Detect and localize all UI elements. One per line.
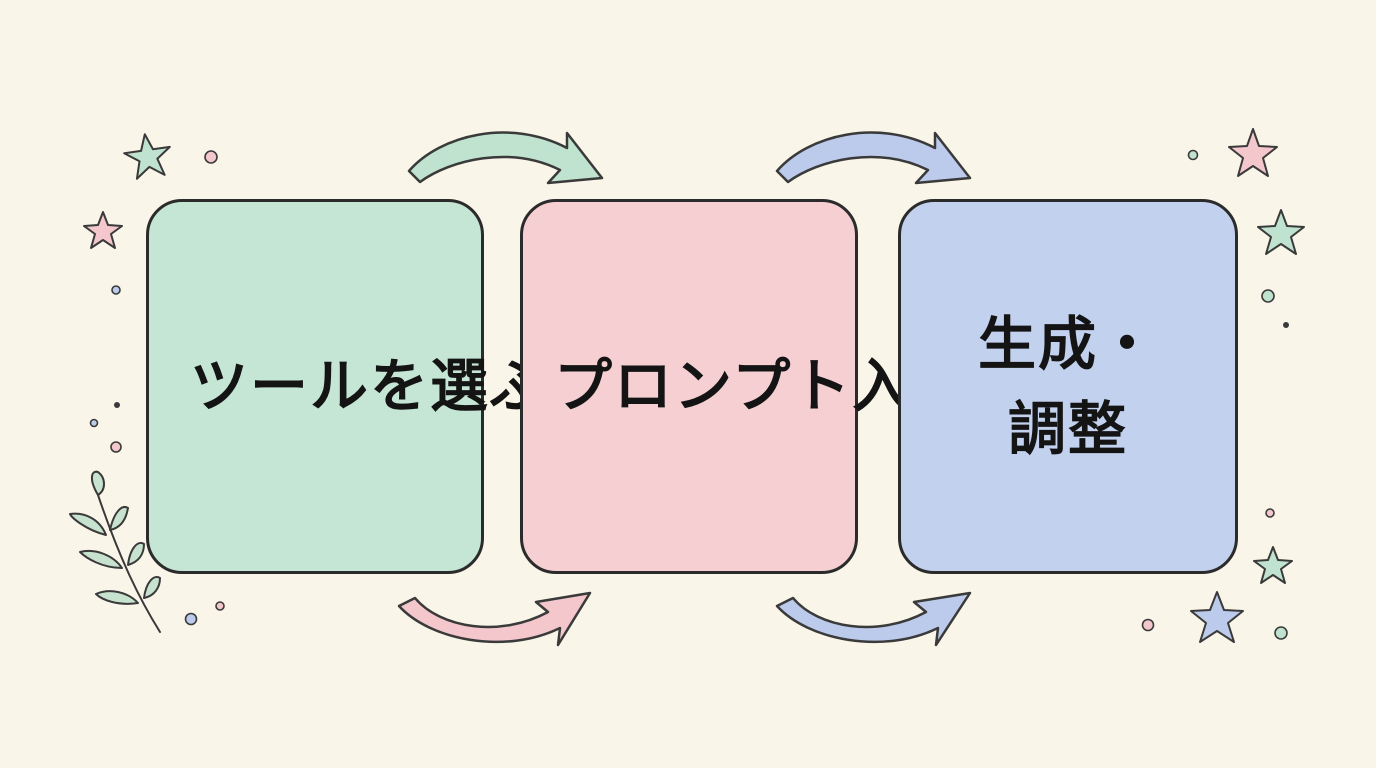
arrow-bottom-1-icon xyxy=(397,591,592,647)
arrow-top-1-icon xyxy=(407,131,604,185)
star-icon xyxy=(1257,209,1305,255)
star-icon xyxy=(123,133,171,180)
star-icon xyxy=(1253,546,1293,584)
leaf-branch-icon xyxy=(69,470,161,633)
arrow-bottom-2-icon xyxy=(775,591,972,647)
step-card-choose-tool: ツールを選ぶ xyxy=(146,199,551,574)
star-icon xyxy=(83,211,123,249)
star-icon xyxy=(1228,128,1278,177)
step-label: ツールを選ぶ xyxy=(190,352,551,421)
dot-decoration xyxy=(89,149,1289,640)
step-card-prompt-input: プロンプト入力 xyxy=(520,199,973,574)
step-label: 生成・調整 xyxy=(977,310,1158,463)
star-icon xyxy=(1190,591,1244,643)
step-label: プロンプト入力 xyxy=(554,352,973,421)
step-card-generate-adjust: 生成・調整 xyxy=(898,199,1238,574)
arrow-top-2-icon xyxy=(775,131,972,185)
